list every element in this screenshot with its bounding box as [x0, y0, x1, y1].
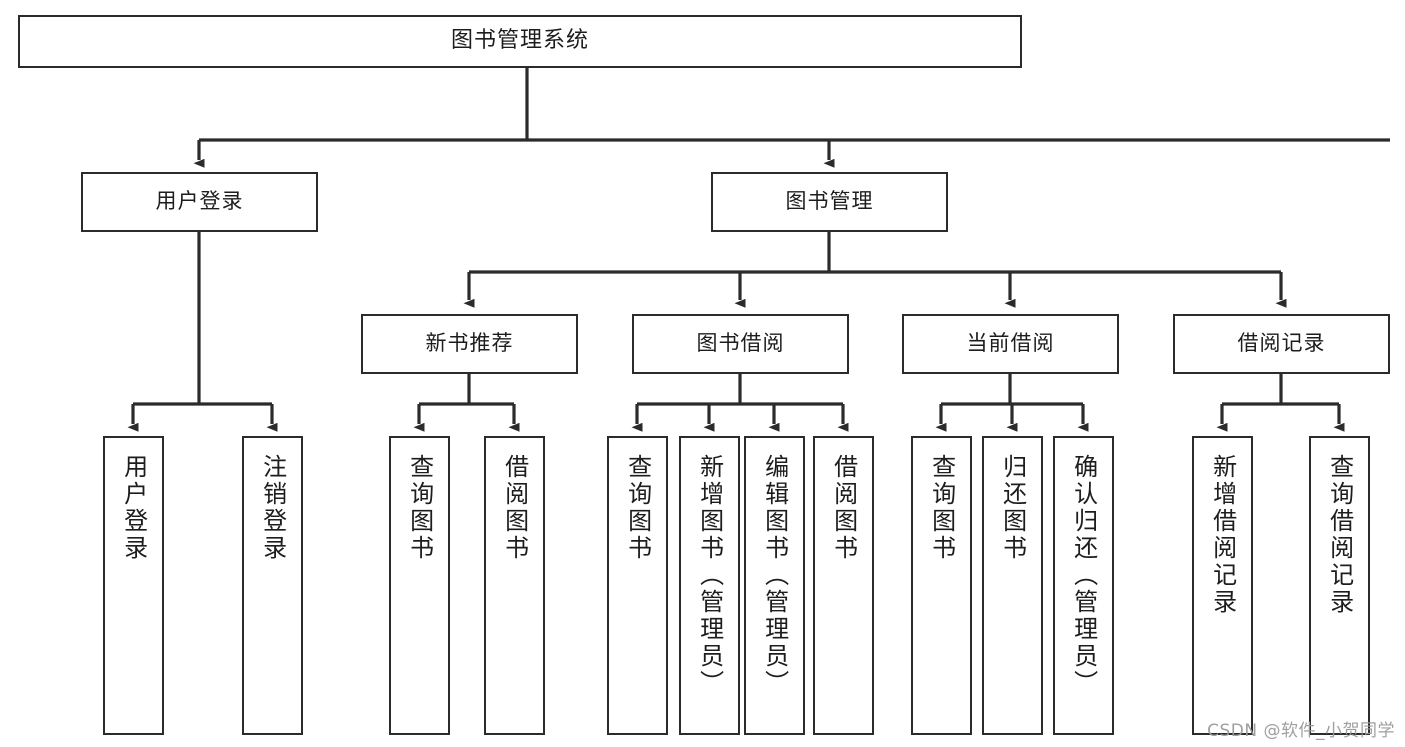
leaf-edit-book-admin[interactable]: 编辑图书（管理员）: [744, 436, 805, 735]
leaf-add-borrow-record[interactable]: 新增借阅记录: [1192, 436, 1253, 735]
leaf-user-logout[interactable]: 注销登录: [242, 436, 303, 735]
node-new-book-recommend[interactable]: 新书推荐: [361, 314, 578, 374]
leaf-user-login[interactable]: 用户登录: [103, 436, 164, 735]
node-label: 新增图书（管理员）: [695, 454, 724, 697]
leaf-borrow-book-newbook[interactable]: 借阅图书: [484, 436, 545, 735]
node-label: 用户登录: [119, 454, 148, 562]
node-label: 借阅记录: [1237, 331, 1326, 356]
node-label: 借阅图书: [829, 454, 858, 562]
node-label: 查询图书: [405, 454, 434, 562]
node-user-login[interactable]: 用户登录: [81, 172, 318, 232]
leaf-query-borrow-record[interactable]: 查询借阅记录: [1309, 436, 1370, 735]
watermark: CSDN @软件_小贺同学: [1207, 721, 1395, 741]
node-label: 新书推荐: [425, 331, 514, 356]
node-label: 归还图书: [998, 454, 1027, 562]
node-label: 注销登录: [258, 454, 287, 562]
node-label: 确认归还（管理员）: [1069, 454, 1098, 697]
node-root-system[interactable]: 图书管理系统: [18, 15, 1022, 68]
leaf-return-book[interactable]: 归还图书: [982, 436, 1043, 735]
node-label: 查询图书: [927, 454, 956, 562]
node-label: 编辑图书（管理员）: [760, 454, 789, 697]
node-label: 图书借阅: [696, 331, 785, 356]
node-current-borrow[interactable]: 当前借阅: [902, 314, 1119, 374]
node-borrow-records[interactable]: 借阅记录: [1173, 314, 1390, 374]
node-label: 图书管理: [785, 189, 874, 214]
node-label: 用户登录: [155, 189, 244, 214]
leaf-query-book-newbook[interactable]: 查询图书: [389, 436, 450, 735]
node-book-borrow[interactable]: 图书借阅: [632, 314, 849, 374]
node-label: 借阅图书: [500, 454, 529, 562]
leaf-add-book-admin[interactable]: 新增图书（管理员）: [679, 436, 740, 735]
node-label: 查询图书: [623, 454, 652, 562]
node-label: 新增借阅记录: [1208, 454, 1237, 616]
node-label: 图书管理系统: [450, 28, 589, 54]
node-book-management[interactable]: 图书管理: [711, 172, 948, 232]
leaf-confirm-return-admin[interactable]: 确认归还（管理员）: [1053, 436, 1114, 735]
node-label: 当前借阅: [966, 331, 1055, 356]
leaf-borrow-book-borrow[interactable]: 借阅图书: [813, 436, 874, 735]
leaf-query-book-borrow[interactable]: 查询图书: [607, 436, 668, 735]
node-label: 查询借阅记录: [1325, 454, 1354, 616]
leaf-query-book-current[interactable]: 查询图书: [911, 436, 972, 735]
